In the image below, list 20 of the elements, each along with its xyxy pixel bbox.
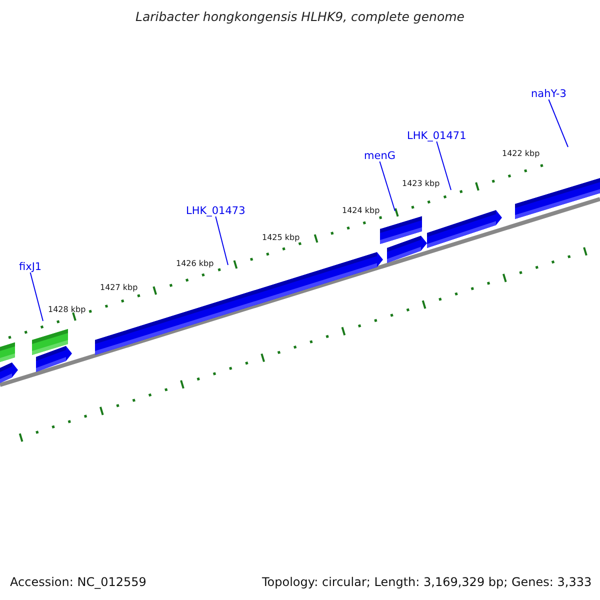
scale-label: 1428 kbp: [48, 306, 86, 314]
leader-line: [548, 99, 568, 148]
scale-label: 1422 kbp: [502, 150, 540, 158]
scale-label: 1425 kbp: [262, 234, 300, 242]
leader-line: [30, 272, 44, 322]
gene-label: fixJ1: [19, 262, 42, 272]
leader-line: [436, 141, 452, 190]
leader-line: [379, 161, 396, 212]
gene-label: LHK_01471: [407, 131, 466, 142]
gene-label: LHK_01473: [186, 206, 246, 216]
gene-label: nahY-3: [531, 89, 566, 100]
scale-label: 1423 kbp: [402, 180, 440, 188]
scale-label: 1424 kbp: [342, 207, 380, 215]
scale-label: 1427 kbp: [100, 284, 138, 292]
scale-label: 1426 kbp: [176, 260, 214, 268]
footer-text: Topology: circular; Length: 3,169,329 bp; Genes: 3,333: [262, 576, 592, 588]
leader-line: [215, 216, 228, 266]
gene-label: menG: [364, 151, 396, 162]
footer-text: Accession: NC_012559: [10, 576, 146, 588]
title: Laribacter hongkongensis HLHK9, complete genome: [134, 11, 466, 24]
